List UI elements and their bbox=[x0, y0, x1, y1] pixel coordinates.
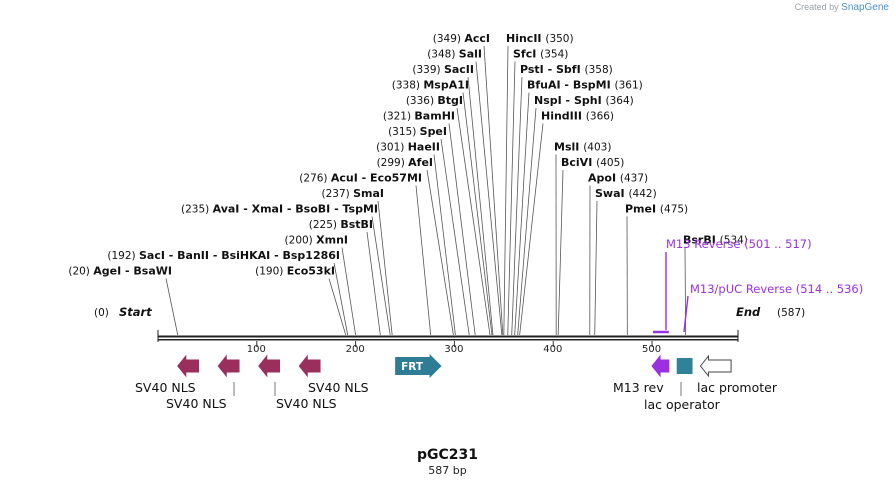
site-leader-line bbox=[333, 262, 349, 336]
lac-promoter-arrow bbox=[699, 354, 732, 378]
sv40-nls-label: SV40 NLS bbox=[276, 396, 337, 411]
lac-operator-label: lac operator bbox=[644, 397, 721, 412]
m13-rev-label: M13 rev bbox=[613, 380, 664, 395]
site-label-right: BfuAI - BspMI (361) bbox=[527, 79, 643, 92]
site-leader-line bbox=[511, 76, 523, 336]
ruler-tick-label: 100 bbox=[247, 344, 266, 355]
site-label-left: (235) AvaI - XmaI - BsoBI - TspMI bbox=[181, 203, 378, 216]
site-leader-line bbox=[514, 92, 530, 336]
primer-label-m13-puc-reverse: M13/pUC Reverse (514 .. 536) bbox=[690, 282, 863, 296]
site-label-right: SwaI (442) bbox=[595, 187, 657, 200]
sv40-nls-arrow bbox=[217, 354, 240, 378]
site-label-right: ApoI (437) bbox=[588, 172, 648, 185]
watermark-prefix: Created by bbox=[794, 2, 839, 12]
site-leader-line bbox=[557, 169, 564, 336]
site-leader-line bbox=[456, 107, 491, 336]
site-label-left: (349) AccI bbox=[433, 32, 490, 45]
site-label-left: (338) MspA1I bbox=[392, 79, 469, 92]
site-label-left: (301) HaeII bbox=[376, 141, 440, 154]
sv40-nls-label: SV40 NLS bbox=[308, 380, 369, 395]
site-leader-line bbox=[377, 200, 393, 336]
ruler-tick-label: 400 bbox=[543, 344, 562, 355]
end-label: End bbox=[736, 305, 761, 319]
site-label-left: (336) BtgI bbox=[406, 94, 463, 107]
site-leader-line bbox=[483, 45, 504, 336]
lac-promoter-label: lac promoter bbox=[697, 380, 778, 395]
sv40-nls-label: SV40 NLS bbox=[135, 380, 196, 395]
site-leader-line bbox=[426, 169, 454, 336]
site-leader-line bbox=[519, 123, 544, 336]
sv40-nls-label: SV40 NLS bbox=[166, 396, 227, 411]
site-leader-line bbox=[165, 278, 179, 336]
site-label-right: SfcI (354) bbox=[513, 48, 568, 61]
site-leader-line bbox=[415, 185, 432, 336]
site-leader-line bbox=[328, 278, 347, 336]
site-leader-line bbox=[462, 92, 493, 336]
site-label-left: (20) AgeI - BsaWI bbox=[68, 265, 172, 278]
site-label-left: (276) AcuI - Eco57MI bbox=[299, 172, 422, 185]
plasmid-length: 587 bp bbox=[428, 464, 467, 477]
ruler-tick-label: 500 bbox=[642, 344, 661, 355]
start-label: Start bbox=[119, 305, 152, 319]
frt-label: FRT bbox=[401, 361, 424, 373]
site-label-right: BsrBI (534) bbox=[683, 234, 748, 247]
site-label-left: (348) SalI bbox=[427, 48, 482, 61]
start-position-label: (0) bbox=[94, 307, 109, 319]
site-leader-line bbox=[517, 107, 537, 336]
sv40-nls-arrow bbox=[258, 354, 281, 378]
ruler-tick-label: 200 bbox=[346, 344, 365, 355]
site-label-left: (321) BamHI bbox=[383, 110, 455, 123]
site-leader-line bbox=[503, 45, 509, 336]
lac-operator-box bbox=[676, 358, 693, 374]
site-label-right: PmeI (475) bbox=[625, 203, 688, 216]
site-leader-line bbox=[440, 138, 470, 336]
snapgene-watermark: Created by SnapGene bbox=[795, 2, 889, 13]
site-leader-line bbox=[371, 216, 391, 336]
site-label-left: (339) SacII bbox=[412, 63, 474, 76]
sv40-nls-arrow bbox=[298, 354, 321, 378]
site-leader-line bbox=[448, 123, 476, 336]
site-label-right: NspI - SphI (364) bbox=[534, 94, 634, 107]
site-leader-line bbox=[594, 200, 598, 336]
site-leader-line bbox=[475, 61, 503, 336]
plasmid-name: pGC231 bbox=[416, 447, 478, 463]
sv40-nls-arrow bbox=[177, 354, 200, 378]
ruler-tick-label: 300 bbox=[444, 344, 463, 355]
site-label-right: MslI (403) bbox=[554, 141, 611, 154]
primer-leader-m13-puc-reverse bbox=[683, 295, 689, 333]
site-label-left: (299) AfeI bbox=[377, 156, 433, 169]
site-label-left: (190) Eco53kI bbox=[255, 265, 335, 278]
site-label-left: (200) XmnI bbox=[285, 234, 348, 247]
site-label-right: BciVI (405) bbox=[561, 156, 624, 169]
frt-arrow bbox=[395, 354, 442, 378]
site-label-right: HincII (350) bbox=[506, 32, 574, 45]
site-label-left: (237) SmaI bbox=[322, 187, 384, 200]
site-leader-line bbox=[366, 231, 381, 336]
site-leader-line bbox=[341, 247, 357, 336]
site-leader-line bbox=[467, 76, 494, 336]
site-label-left: (315) SpeI bbox=[388, 125, 447, 138]
snapgene-logo: SnapGene bbox=[841, 2, 889, 13]
end-position-label: (587) bbox=[777, 307, 805, 319]
site-leader-line bbox=[507, 61, 516, 336]
site-label-left: (192) SacI - BanII - BsiHKAI - Bsp1286I bbox=[107, 249, 340, 262]
site-label-right: PstI - SbfI (358) bbox=[520, 63, 613, 76]
site-label-right: HindIII (366) bbox=[541, 110, 614, 123]
m13-rev-arrow bbox=[651, 354, 670, 378]
site-label-left: (225) BstBI bbox=[309, 218, 373, 231]
site-leader-line bbox=[433, 154, 456, 336]
primer-label-m13-reverse: M13 Reverse (501 .. 517) bbox=[666, 237, 812, 251]
